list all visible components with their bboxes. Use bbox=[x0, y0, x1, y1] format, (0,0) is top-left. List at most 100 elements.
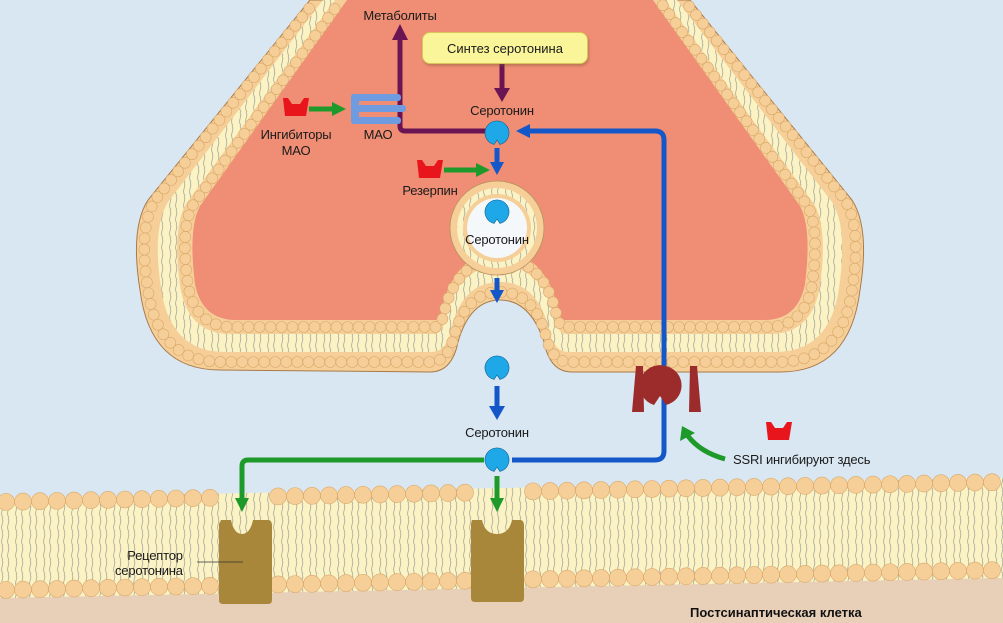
lipid-head bbox=[524, 570, 542, 589]
lipid-head bbox=[682, 35, 695, 47]
lipid-head bbox=[257, 101, 270, 113]
lipid-head bbox=[290, 56, 302, 69]
lipid-head bbox=[643, 480, 661, 498]
lipid-head bbox=[841, 306, 853, 318]
lipid-head bbox=[773, 112, 785, 124]
lipid-head bbox=[792, 186, 804, 199]
lipid-head bbox=[592, 481, 610, 499]
lipid-head bbox=[354, 573, 372, 592]
lipid-head bbox=[255, 62, 267, 75]
lipid-head bbox=[575, 569, 593, 588]
lipid-head bbox=[702, 61, 714, 74]
lipid-head bbox=[728, 478, 746, 497]
lipid-head bbox=[422, 484, 440, 503]
lipid-head bbox=[864, 563, 882, 582]
lipid-head bbox=[738, 69, 751, 81]
lipid-head bbox=[270, 83, 283, 95]
lipid-head bbox=[456, 483, 474, 502]
postsynaptic-membrane-outer-heads bbox=[0, 473, 1001, 511]
lipid-head bbox=[379, 356, 392, 368]
lipid-head bbox=[798, 302, 811, 314]
lipid-head bbox=[844, 295, 856, 308]
mao-enzyme-icon bbox=[351, 94, 406, 124]
lipid-head bbox=[721, 88, 733, 101]
lipid-head bbox=[688, 356, 701, 368]
lipid-head bbox=[849, 229, 861, 242]
lipid-head bbox=[793, 137, 806, 150]
ssri-arrow bbox=[680, 426, 726, 462]
lipid-head bbox=[600, 356, 613, 368]
lipid-head bbox=[537, 276, 550, 289]
lipid-head bbox=[848, 262, 861, 275]
lipid-head bbox=[807, 270, 819, 283]
lipid-head bbox=[133, 490, 151, 508]
lipid-head bbox=[458, 305, 471, 318]
lipid-head bbox=[898, 475, 916, 493]
lipid-head bbox=[14, 492, 32, 511]
lipid-head bbox=[643, 568, 661, 586]
lipid-head bbox=[798, 195, 811, 208]
lipid-head bbox=[845, 208, 858, 220]
lipid-head bbox=[212, 163, 225, 176]
lipid-head bbox=[644, 356, 657, 368]
lipid-head bbox=[791, 310, 804, 323]
lipid-head bbox=[436, 313, 449, 325]
lipid-head bbox=[813, 564, 831, 583]
lipid-head bbox=[813, 476, 831, 495]
postsynaptic-cell-label: Постсинаптическая клетка bbox=[690, 605, 862, 620]
lipid-head bbox=[710, 34, 723, 47]
metabolism-arrow bbox=[392, 24, 488, 134]
ssri-icon bbox=[766, 422, 792, 440]
lipid-head bbox=[543, 286, 555, 298]
lipid-head bbox=[609, 568, 627, 587]
lipid-head bbox=[728, 566, 746, 585]
lipid-head bbox=[847, 273, 860, 286]
lipid-head bbox=[550, 307, 562, 319]
lipid-head bbox=[371, 573, 389, 592]
lipid-head bbox=[694, 479, 712, 497]
lipid-head bbox=[706, 321, 718, 333]
lipid-head bbox=[556, 355, 569, 367]
mao-inhibitor-icon bbox=[283, 98, 309, 116]
lipid-head bbox=[289, 19, 302, 32]
lipid-head bbox=[258, 356, 271, 368]
lipid-head bbox=[297, 321, 310, 333]
lipid-head bbox=[453, 272, 465, 285]
vesicle-loading-arrow bbox=[490, 148, 504, 175]
receptor-label-line1: Рецептор bbox=[127, 548, 183, 563]
lipid-head bbox=[541, 570, 559, 588]
reserpine-label: Резерпин bbox=[402, 183, 458, 198]
lipid-head bbox=[199, 131, 212, 143]
lipid-head bbox=[203, 355, 216, 368]
lipid-head bbox=[407, 321, 420, 333]
lipid-head bbox=[474, 290, 486, 303]
serotonin-molecules bbox=[484, 120, 510, 472]
lipid-head bbox=[337, 574, 355, 592]
lipid-head bbox=[734, 106, 746, 119]
lipid-head bbox=[164, 336, 177, 349]
lipid-head bbox=[264, 321, 277, 333]
lipid-head bbox=[181, 275, 194, 287]
lipid-head bbox=[611, 356, 624, 368]
lipid-head bbox=[48, 580, 66, 598]
lipid-head bbox=[596, 321, 608, 333]
lipid-head bbox=[220, 320, 233, 333]
lipid-head bbox=[277, 74, 289, 87]
lipid-head bbox=[618, 321, 630, 333]
lipid-head bbox=[328, 3, 341, 15]
lipid-head bbox=[423, 356, 436, 368]
lipid-head bbox=[303, 486, 321, 505]
lipid-head bbox=[405, 484, 423, 503]
lipid-head bbox=[932, 562, 950, 581]
exocytosis-arrow bbox=[490, 278, 504, 303]
lipid-head bbox=[236, 356, 249, 368]
lipid-head bbox=[320, 486, 338, 505]
lipid-head bbox=[563, 321, 575, 333]
lipid-head bbox=[401, 356, 414, 368]
serotonin-receptor-left bbox=[219, 520, 272, 604]
lipid-head bbox=[241, 79, 253, 92]
lipid-head bbox=[201, 577, 219, 595]
lipid-head bbox=[626, 568, 644, 587]
lipid-head bbox=[320, 574, 338, 593]
lipid-head bbox=[835, 189, 847, 201]
